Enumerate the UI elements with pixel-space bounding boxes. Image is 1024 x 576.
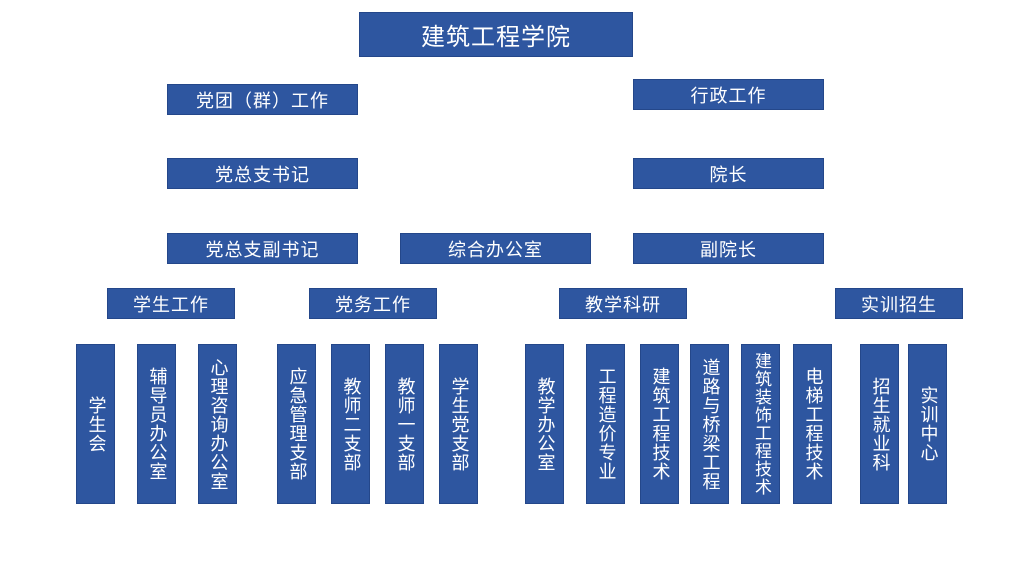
- leaf-road-bridge: 道路与桥梁工程: [690, 344, 729, 504]
- leaf-counselor-office: 辅导员办公室: [137, 344, 176, 504]
- vice-dean-box: 副院长: [633, 233, 824, 264]
- leaf-training-center: 实训中心: [908, 344, 947, 504]
- leaf-label: 道路与桥梁工程: [699, 357, 721, 491]
- leaf-teacher-branch-1: 教师一支部: [385, 344, 424, 504]
- leaf-label: 应急管理支部: [286, 367, 308, 481]
- leaf-label: 学生会: [85, 395, 107, 453]
- category-label: 教学科研: [585, 294, 661, 316]
- leaf-label: 辅导员办公室: [146, 367, 168, 481]
- admin-work-label: 行政工作: [690, 85, 767, 107]
- party-work-box: 党团（群）工作: [167, 84, 358, 115]
- deputy-secretary-label: 党总支副书记: [205, 239, 320, 261]
- vice-dean-label: 副院长: [700, 239, 757, 261]
- leaf-label: 招生就业科: [869, 376, 891, 472]
- secretary-label: 党总支书记: [215, 164, 310, 186]
- root-label: 建筑工程学院: [421, 23, 571, 51]
- leaf-cost-major: 工程造价专业: [586, 344, 625, 504]
- category-student-work: 学生工作: [107, 288, 235, 319]
- leaf-decoration-tech: 建筑装饰工程技术: [741, 344, 780, 504]
- category-training-enrollment: 实训招生: [835, 288, 963, 319]
- category-teaching-research: 教学科研: [559, 288, 687, 319]
- category-label: 党务工作: [335, 294, 411, 316]
- leaf-elevator-tech: 电梯工程技术: [793, 344, 832, 504]
- leaf-label: 电梯工程技术: [802, 367, 824, 481]
- office-box: 综合办公室: [400, 233, 591, 264]
- leaf-emergency-branch: 应急管理支部: [277, 344, 316, 504]
- leaf-label: 建筑装饰工程技术: [751, 352, 771, 496]
- root-box: 建筑工程学院: [359, 12, 633, 57]
- category-label: 实训招生: [861, 294, 937, 316]
- dean-label: 院长: [709, 164, 748, 186]
- leaf-construction-tech: 建筑工程技术: [640, 344, 679, 504]
- party-work-label: 党团（群）工作: [196, 90, 329, 112]
- deputy-secretary-box: 党总支副书记: [167, 233, 358, 264]
- leaf-student-party-branch: 学生党支部: [439, 344, 478, 504]
- office-label: 综合办公室: [448, 239, 543, 261]
- secretary-box: 党总支书记: [167, 158, 358, 189]
- leaf-label: 实训中心: [917, 386, 939, 462]
- leaf-label: 教师二支部: [340, 376, 362, 472]
- dean-box: 院长: [633, 158, 824, 189]
- leaf-label: 建筑工程技术: [649, 367, 671, 481]
- leaf-label: 教学办公室: [534, 376, 556, 472]
- category-party-affairs: 党务工作: [309, 288, 437, 319]
- leaf-label: 工程造价专业: [595, 367, 617, 481]
- leaf-student-union: 学生会: [76, 344, 115, 504]
- category-label: 学生工作: [133, 294, 209, 316]
- leaf-label: 学生党支部: [448, 376, 470, 472]
- leaf-label: 心理咨询办公室: [207, 357, 229, 491]
- admin-work-box: 行政工作: [633, 79, 824, 110]
- leaf-teaching-office: 教学办公室: [525, 344, 564, 504]
- leaf-label: 教师一支部: [394, 376, 416, 472]
- leaf-enrollment: 招生就业科: [860, 344, 899, 504]
- leaf-psych-office: 心理咨询办公室: [198, 344, 237, 504]
- leaf-teacher-branch-2: 教师二支部: [331, 344, 370, 504]
